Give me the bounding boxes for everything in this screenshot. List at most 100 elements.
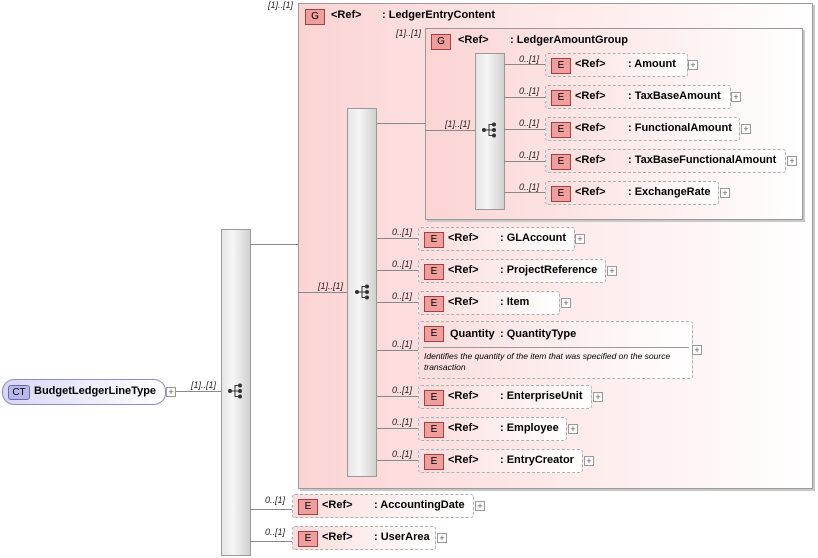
element-occurrence: 0..[1] xyxy=(265,527,286,537)
element-ref: <Ref> xyxy=(575,122,606,134)
expand-icon[interactable]: + xyxy=(475,501,485,511)
outer-group-occurrence: [1]..[1] xyxy=(268,0,294,10)
element-occurrence: 0..[1] xyxy=(392,291,413,301)
complex-type-node[interactable]: CT BudgetLedgerLineType xyxy=(2,379,166,405)
element-amount[interactable]: E <Ref> : Amount xyxy=(545,53,688,77)
element-occurrence: 0..[1] xyxy=(519,150,540,160)
element-name: : FunctionalAmount xyxy=(628,122,732,134)
element-badge: E xyxy=(424,454,444,470)
element-occurrence: 0..[1] xyxy=(519,182,540,192)
element-enterpriseunit[interactable]: E <Ref> : EnterpriseUnit xyxy=(418,385,592,409)
element-entrycreator[interactable]: E <Ref> : EntryCreator xyxy=(418,449,583,473)
element-ref: <Ref> xyxy=(322,499,353,511)
inner-sequence-occurrence: [1]..[1] xyxy=(445,119,471,129)
root-occurrence: [1]..[1] xyxy=(191,380,217,390)
element-badge: E xyxy=(424,326,444,342)
expand-icon[interactable]: + xyxy=(720,188,730,198)
element-name: : TaxBaseFunctionalAmount xyxy=(628,154,777,166)
element-glaccount[interactable]: E <Ref> : GLAccount xyxy=(418,227,575,251)
middle-sequence-occurrence: [1]..[1] xyxy=(318,281,344,291)
element-badge: E xyxy=(551,58,571,74)
element-ref: <Ref> xyxy=(448,296,479,308)
element-documentation: Identifies the quantity of the item that… xyxy=(424,351,671,372)
inner-group-badge: G xyxy=(431,34,451,50)
element-type: : QuantityType xyxy=(500,328,577,340)
element-local-name: Quantity xyxy=(450,328,495,340)
element-badge: E xyxy=(551,90,571,106)
element-name: : ExchangeRate xyxy=(628,186,711,198)
expand-icon[interactable]: + xyxy=(741,124,751,134)
element-occurrence: 0..[1] xyxy=(265,495,286,505)
element-ref: <Ref> xyxy=(448,422,479,434)
element-occurrence: 0..[1] xyxy=(519,86,540,96)
element-badge: E xyxy=(551,154,571,170)
outer-group-ref: <Ref> xyxy=(331,9,362,21)
element-occurrence: 0..[1] xyxy=(392,449,413,459)
expand-icon[interactable]: + xyxy=(692,345,702,355)
element-occurrence: 0..[1] xyxy=(392,417,413,427)
element-taxbasefunctionalamount[interactable]: E <Ref> : TaxBaseFunctionalAmount xyxy=(545,149,786,173)
element-ref: <Ref> xyxy=(322,531,353,543)
element-ref: <Ref> xyxy=(448,264,479,276)
element-item[interactable]: E <Ref> : Item xyxy=(418,291,560,315)
complex-type-name: BudgetLedgerLineType xyxy=(34,385,157,397)
element-occurrence: 0..[1] xyxy=(392,385,413,395)
expand-icon[interactable]: + xyxy=(166,387,176,397)
expand-icon[interactable]: + xyxy=(607,266,617,276)
expand-icon[interactable]: + xyxy=(593,392,603,402)
sequence-icon xyxy=(482,122,496,138)
element-ref: <Ref> xyxy=(448,454,479,466)
element-occurrence: 0..[1] xyxy=(519,118,540,128)
expand-icon[interactable]: + xyxy=(437,533,447,543)
element-badge: E xyxy=(424,232,444,248)
element-userarea[interactable]: E <Ref> : UserArea xyxy=(292,526,436,550)
sequence-icon xyxy=(228,383,242,399)
element-name: : TaxBaseAmount xyxy=(628,90,721,102)
element-employee[interactable]: E <Ref> : Employee xyxy=(418,417,567,441)
expand-icon[interactable]: + xyxy=(731,92,741,102)
element-badge: E xyxy=(298,499,318,515)
inner-group-ref: <Ref> xyxy=(458,34,489,46)
element-ref: <Ref> xyxy=(448,390,479,402)
element-name: : Amount xyxy=(628,58,676,70)
expand-icon[interactable]: + xyxy=(688,60,698,70)
complex-type-badge: CT xyxy=(8,385,30,400)
element-ref: <Ref> xyxy=(575,186,606,198)
expand-icon[interactable]: + xyxy=(568,424,578,434)
element-ref: <Ref> xyxy=(448,232,479,244)
element-quantity[interactable]: E Quantity : QuantityType Identifies the… xyxy=(418,321,693,379)
element-badge: E xyxy=(424,264,444,280)
sequence-icon xyxy=(355,284,369,300)
element-exchangerate[interactable]: E <Ref> : ExchangeRate xyxy=(545,181,719,205)
inner-sequence[interactable] xyxy=(475,53,505,210)
element-ref: <Ref> xyxy=(575,90,606,102)
outer-group-badge: G xyxy=(305,9,325,25)
element-occurrence: 0..[1] xyxy=(392,227,413,237)
element-ref: <Ref> xyxy=(575,58,606,70)
expand-icon[interactable]: + xyxy=(561,298,571,308)
inner-group-occurrence: [1]..[1] xyxy=(396,28,422,38)
element-name: : EnterpriseUnit xyxy=(500,390,583,402)
expand-icon[interactable]: + xyxy=(575,234,585,244)
element-occurrence: 0..[1] xyxy=(519,54,540,64)
element-badge: E xyxy=(424,296,444,312)
element-name: : UserArea xyxy=(374,531,430,543)
root-sequence[interactable] xyxy=(221,229,251,556)
element-badge: E xyxy=(551,186,571,202)
element-name: : EntryCreator xyxy=(500,454,574,466)
element-occurrence: 0..[1] xyxy=(392,259,413,269)
element-functionalamount[interactable]: E <Ref> : FunctionalAmount xyxy=(545,117,740,141)
element-taxbaseamount[interactable]: E <Ref> : TaxBaseAmount xyxy=(545,85,731,109)
expand-icon[interactable]: + xyxy=(787,156,797,166)
element-badge: E xyxy=(424,422,444,438)
element-badge: E xyxy=(424,390,444,406)
element-projectreference[interactable]: E <Ref> : ProjectReference xyxy=(418,259,606,283)
element-accountingdate[interactable]: E <Ref> : AccountingDate xyxy=(292,494,474,518)
expand-icon[interactable]: + xyxy=(584,456,594,466)
element-name: : ProjectReference xyxy=(500,264,598,276)
element-name: : GLAccount xyxy=(500,232,566,244)
outer-group-name: : LedgerEntryContent xyxy=(382,9,496,21)
element-name: : Item xyxy=(500,296,530,308)
inner-group-name: : LedgerAmountGroup xyxy=(510,34,628,46)
element-badge: E xyxy=(298,531,318,547)
